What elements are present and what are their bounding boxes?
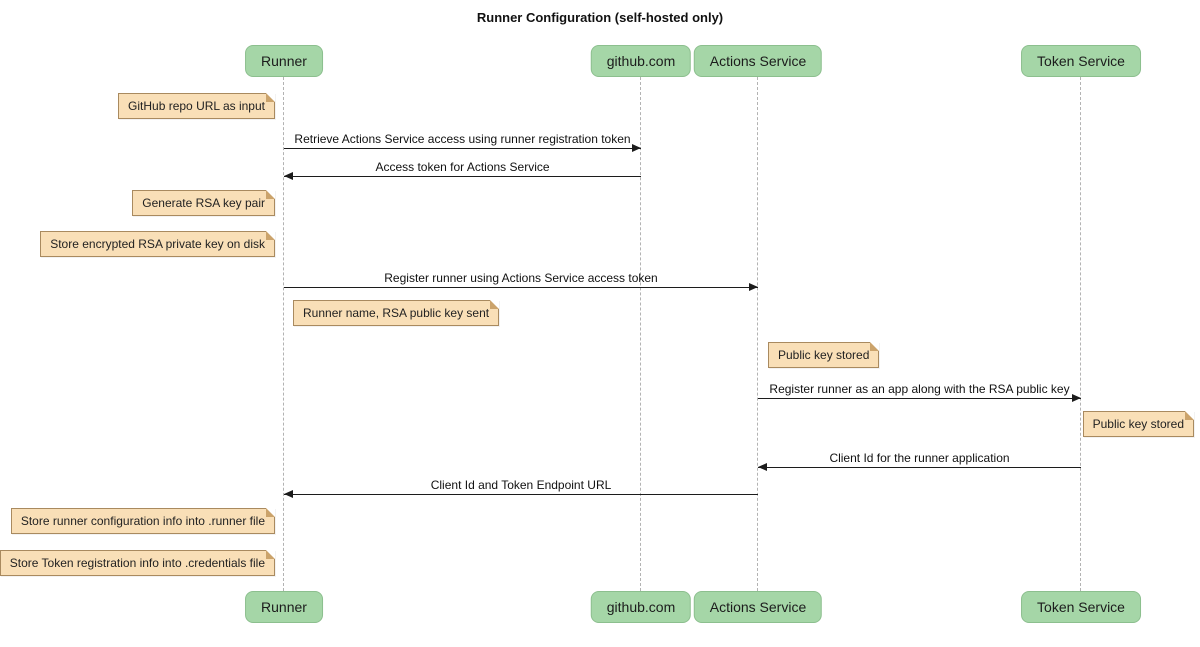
participant-runner-top: Runner [245,45,323,77]
lifeline-runner [283,77,284,591]
participant-token-service-top: Token Service [1021,45,1141,77]
note-store-runner-file: Store runner configuration info into .ru… [10,508,276,534]
message-line-register-app [758,398,1081,399]
lifeline-token-service [1080,77,1081,591]
message-label-client-id-endpoint: Client Id and Token Endpoint URL [430,478,612,492]
note-store-private-key: Store encrypted RSA private key on disk [40,231,275,257]
message-label-register-runner: Register runner using Actions Service ac… [384,271,658,285]
arrowhead-right-icon [632,144,641,152]
arrowhead-left-icon [284,490,293,498]
message-label-access-token: Access token for Actions Service [375,160,550,174]
participant-github-bottom: github.com [590,591,692,623]
message-line-register-runner [284,287,758,288]
participant-token-service-bottom: Token Service [1021,591,1141,623]
participant-github-top: github.com [590,45,692,77]
participant-actions-service-top: Actions Service [693,45,823,77]
note-store-credentials-file: Store Token registration info into .cred… [0,550,276,576]
lifeline-github [640,77,641,591]
participant-runner-bottom: Runner [245,591,323,623]
diagram-title: Runner Configuration (self-hosted only) [476,10,724,25]
message-line-access-token [284,176,641,177]
arrowhead-right-icon [749,283,758,291]
message-line-client-id-endpoint [284,494,758,495]
message-label-retrieve-access: Retrieve Actions Service access using ru… [294,132,631,146]
note-runner-name-sent: Runner name, RSA public key sent [293,300,500,326]
note-public-key-stored-token: Public key stored [1082,411,1195,437]
note-github-repo-url: GitHub repo URL as input [118,93,275,119]
arrowhead-left-icon [758,463,767,471]
arrowhead-right-icon [1072,394,1081,402]
message-line-client-id [758,467,1081,468]
message-line-retrieve-access [284,148,641,149]
message-label-register-app: Register runner as an app along with the… [769,382,1070,396]
participant-actions-service-bottom: Actions Service [693,591,823,623]
note-public-key-stored-actions: Public key stored [768,342,880,368]
message-label-client-id: Client Id for the runner application [829,451,1010,465]
lifeline-actions-service [757,77,758,591]
note-generate-rsa-key: Generate RSA key pair [132,190,275,216]
arrowhead-left-icon [284,172,293,180]
